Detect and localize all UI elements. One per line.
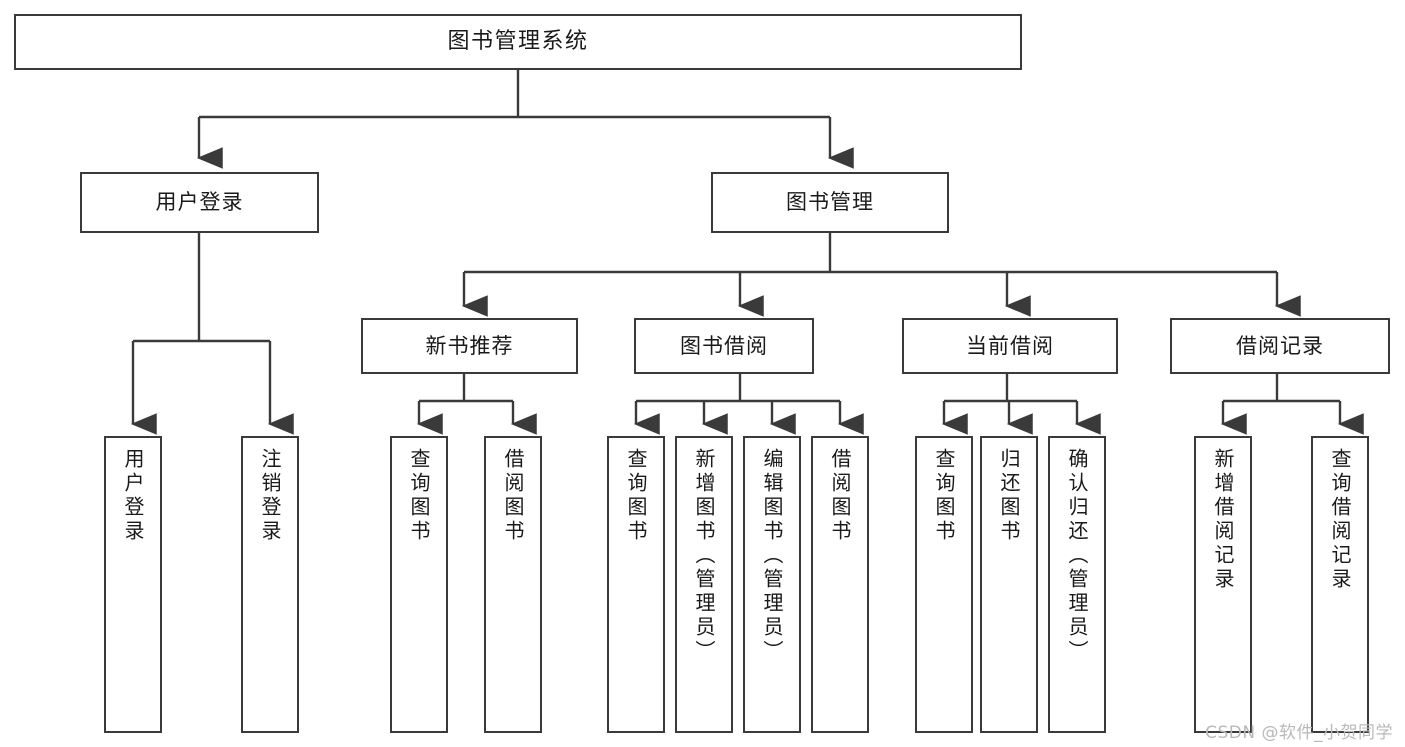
node-label: 查询图书 xyxy=(932,448,956,544)
node-book-manage[interactable]: 图书管理 xyxy=(711,172,949,233)
node-label: 新增图书（管理员） xyxy=(692,448,716,664)
node-label: 注销登录 xyxy=(258,448,282,544)
node-leaf-return-book[interactable]: 归还图书 xyxy=(980,436,1038,733)
node-label: 当前借阅 xyxy=(966,333,1054,358)
node-label: 确认归还（管理员） xyxy=(1065,448,1089,664)
node-label: 图书借阅 xyxy=(680,333,768,358)
node-label: 用户登录 xyxy=(155,190,244,215)
node-leaf-borrow-book[interactable]: 借阅图书 xyxy=(811,436,869,733)
node-leaf-query-book-borrow[interactable]: 查询图书 xyxy=(607,436,665,733)
node-label: 归还图书 xyxy=(997,448,1021,544)
csdn-watermark: CSDN @软件_小贺同学 xyxy=(1205,723,1393,743)
node-leaf-add-borrow-record[interactable]: 新增借阅记录 xyxy=(1194,436,1252,733)
node-label: 借阅图书 xyxy=(828,448,852,544)
node-leaf-confirm-return[interactable]: 确认归还（管理员） xyxy=(1048,436,1106,733)
node-leaf-add-book[interactable]: 新增图书（管理员） xyxy=(675,436,733,733)
node-leaf-query-borrow-record[interactable]: 查询借阅记录 xyxy=(1311,436,1369,733)
node-label: 查询借阅记录 xyxy=(1328,448,1352,592)
node-borrow-record[interactable]: 借阅记录 xyxy=(1170,318,1390,374)
node-leaf-logout[interactable]: 注销登录 xyxy=(241,436,299,733)
node-book-borrow[interactable]: 图书借阅 xyxy=(634,318,814,374)
node-user-login[interactable]: 用户登录 xyxy=(80,172,319,233)
node-label: 查询图书 xyxy=(624,448,648,544)
node-label: 用户登录 xyxy=(121,448,145,544)
node-label: 借阅图书 xyxy=(501,448,525,544)
node-label: 新书推荐 xyxy=(425,333,514,358)
node-label: 新增借阅记录 xyxy=(1211,448,1235,592)
node-label: 图书管理 xyxy=(786,190,874,215)
node-label: 图书管理系统 xyxy=(447,29,589,55)
node-new-book-recommend[interactable]: 新书推荐 xyxy=(361,318,578,374)
node-leaf-query-book-current[interactable]: 查询图书 xyxy=(915,436,973,733)
node-leaf-user-login[interactable]: 用户登录 xyxy=(104,436,162,733)
node-label: 查询图书 xyxy=(407,448,431,544)
node-label: 借阅记录 xyxy=(1236,333,1324,358)
node-leaf-edit-book[interactable]: 编辑图书（管理员） xyxy=(743,436,801,733)
node-leaf-query-book-recommend[interactable]: 查询图书 xyxy=(390,436,448,733)
node-leaf-borrow-book-recommend[interactable]: 借阅图书 xyxy=(484,436,542,733)
node-current-borrow[interactable]: 当前借阅 xyxy=(902,318,1118,374)
node-root-system[interactable]: 图书管理系统 xyxy=(14,14,1022,70)
node-label: 编辑图书（管理员） xyxy=(760,448,784,664)
